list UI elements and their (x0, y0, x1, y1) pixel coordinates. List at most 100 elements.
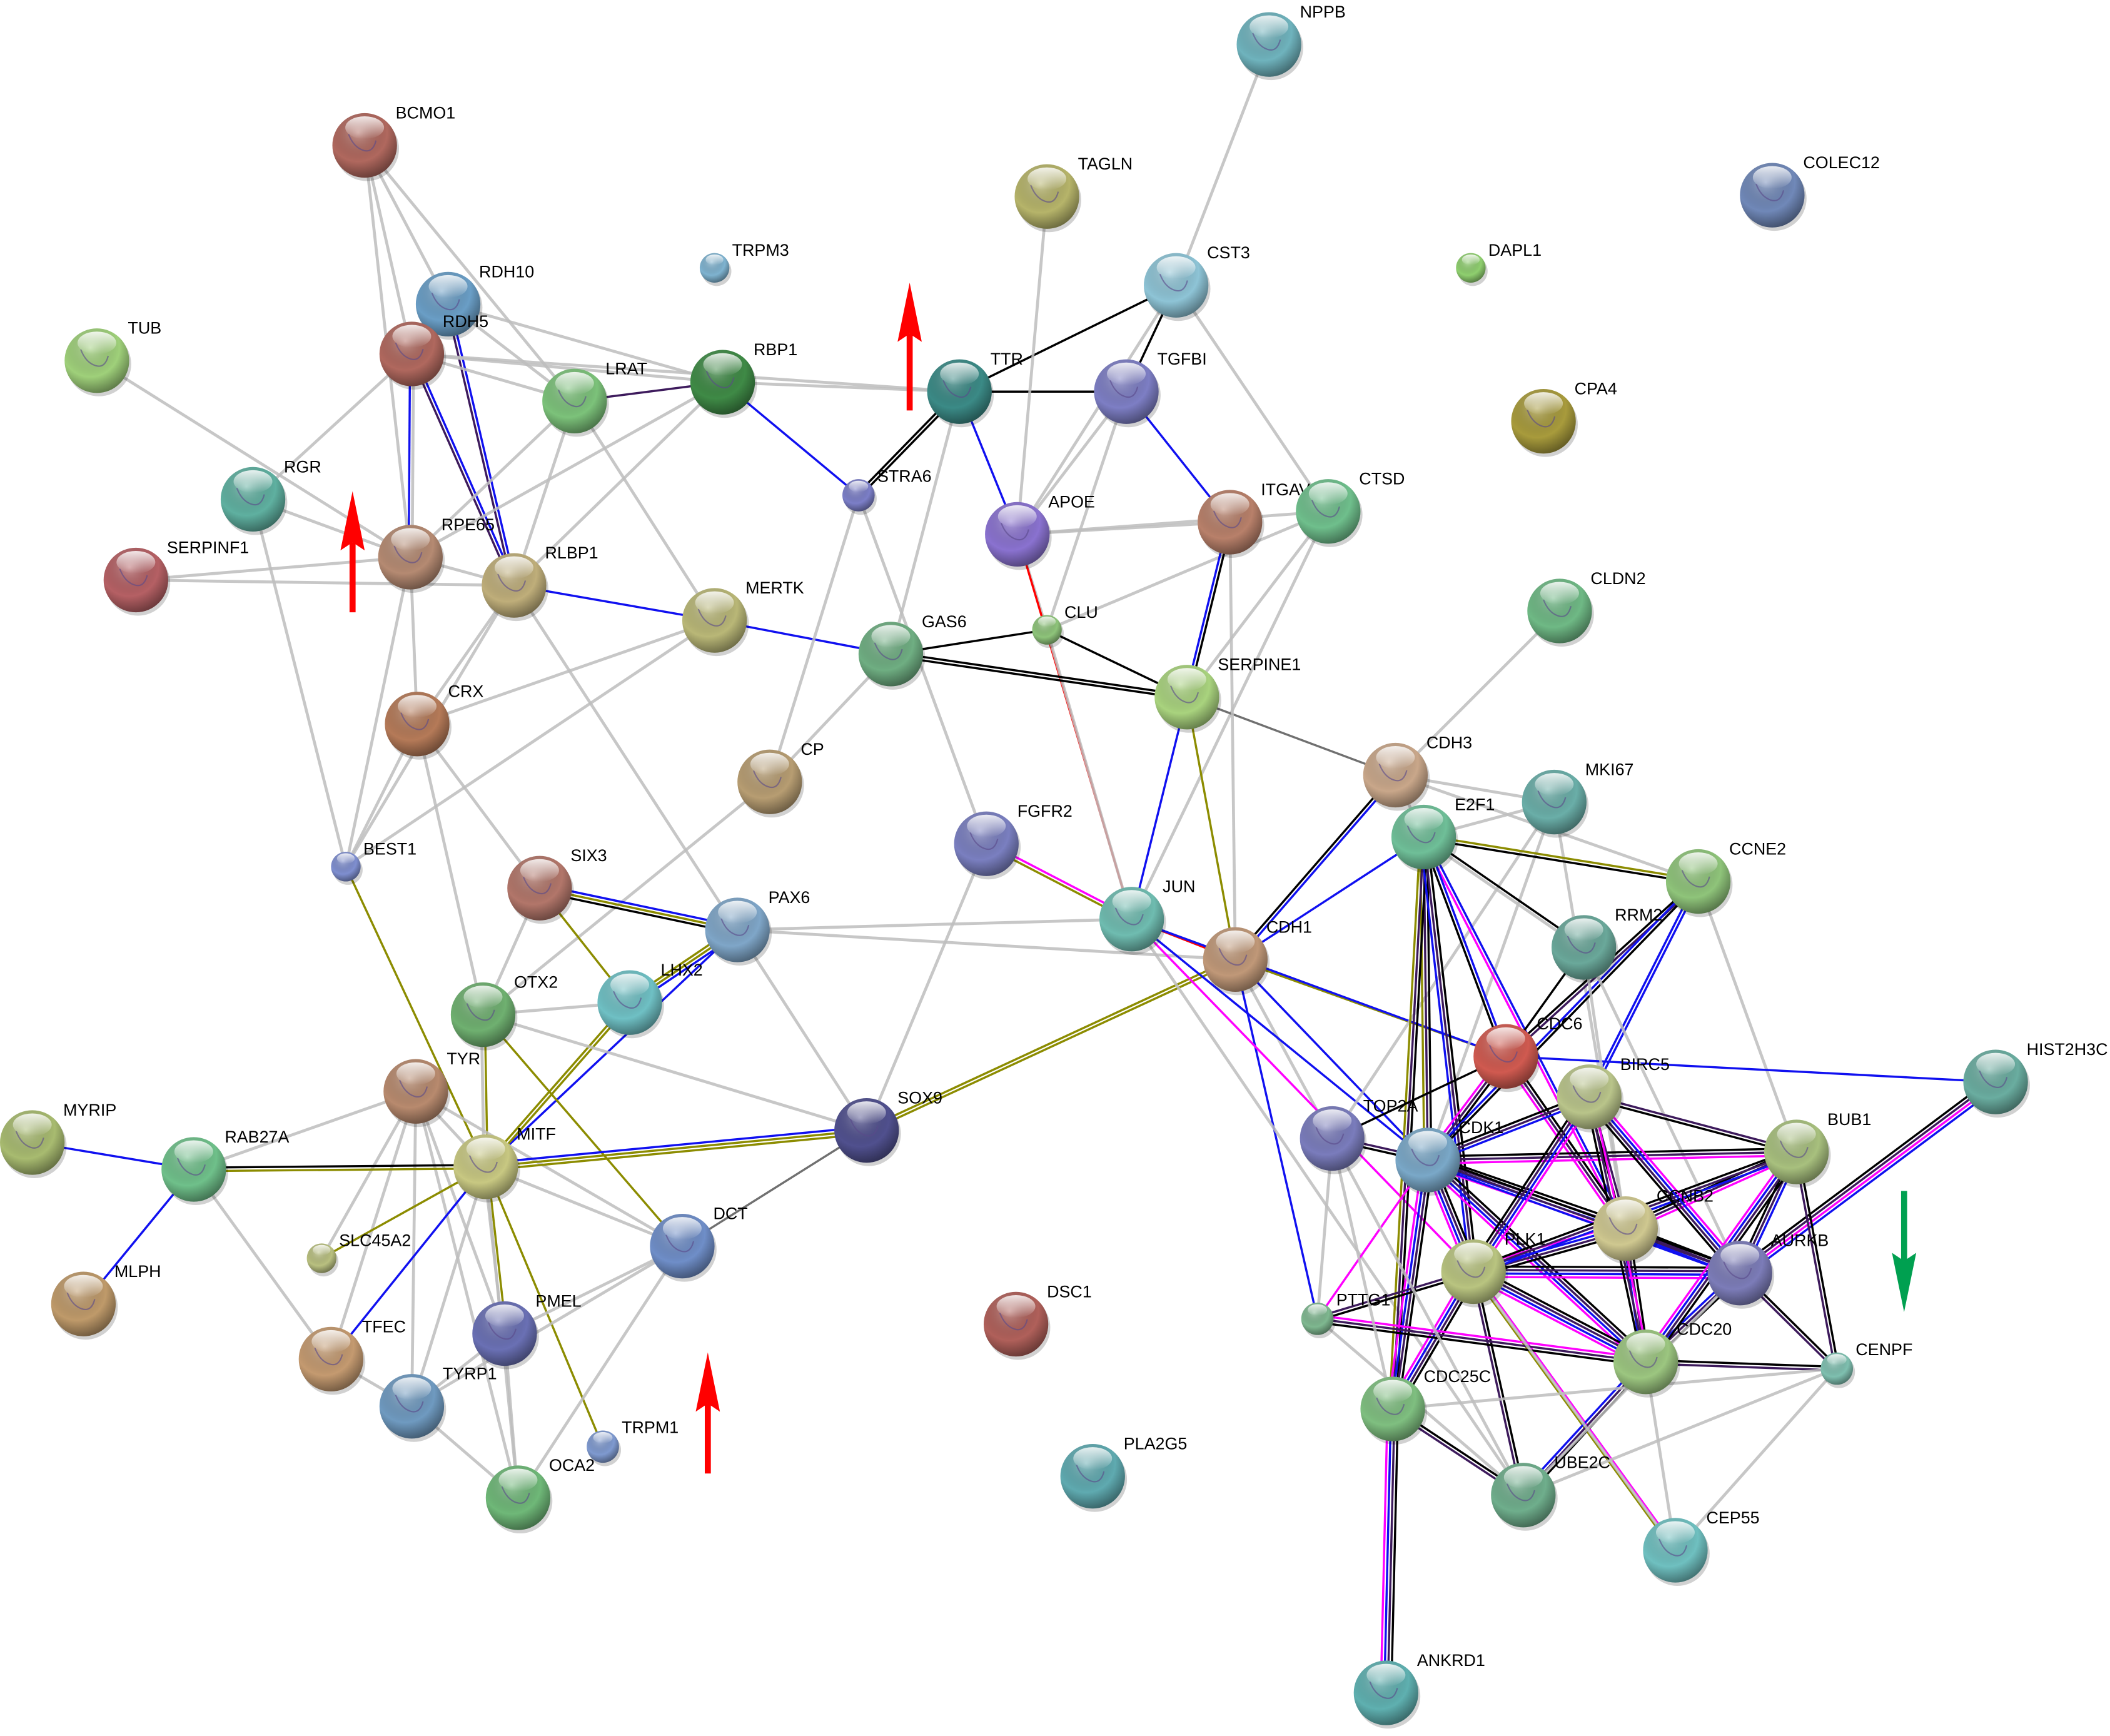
node-lhx2[interactable]: LHX2 (597, 961, 703, 1039)
edge-LRAT-MERTK[interactable] (573, 400, 716, 622)
node-rpe65[interactable]: RPE65 (378, 515, 495, 593)
edge-CDK1-AURKB[interactable] (1426, 1156, 1742, 1278)
edge-PLK1-UBE2C[interactable] (1470, 1271, 1527, 1496)
edge-MITF-TYRP1[interactable] (410, 1166, 488, 1407)
edge-DCT-TYRP1[interactable] (411, 1244, 684, 1408)
edge-RLBP1-MERTK[interactable] (513, 584, 715, 622)
node-birc5[interactable]: BIRC5 (1557, 1055, 1670, 1133)
node-mitf[interactable]: MITF (453, 1125, 556, 1203)
edge-PAX6-JUN[interactable] (737, 917, 1132, 932)
edge-BEST1-MITF[interactable] (345, 866, 487, 1168)
edge-SERPINE1-CDH1[interactable] (1186, 697, 1237, 960)
node-rab27a[interactable]: RAB27A (161, 1128, 290, 1206)
node-pmel[interactable]: PMEL (472, 1291, 582, 1370)
edge-CDH3-CLDN2[interactable] (1394, 610, 1561, 777)
node-rbp1[interactable]: RBP1 (690, 340, 797, 418)
edge-RAB27A-TFEC[interactable] (192, 1168, 333, 1360)
edge-SERPINF1-RPE65[interactable] (136, 555, 411, 582)
edge-CP-OTX2[interactable] (482, 780, 771, 1016)
edge-RPE65-RBP1[interactable] (410, 381, 724, 559)
node-rlbp1[interactable]: RLBP1 (482, 543, 598, 622)
edge-CEP55-PLK1[interactable] (1472, 1271, 1677, 1552)
edge-PLK1-AURKB[interactable] (1473, 1265, 1740, 1279)
edge-RPE65-LRAT[interactable] (409, 400, 576, 558)
edge-CTSD-SERPINE1[interactable] (1185, 510, 1330, 699)
node-clu[interactable]: CLU (1032, 603, 1098, 648)
edge-CTSD-JUN[interactable] (1130, 510, 1330, 920)
edge-RGR-BEST1[interactable] (251, 498, 348, 867)
edge-CRX-OTX2[interactable] (415, 724, 485, 1016)
edge-PLK1-CDC20[interactable] (1470, 1266, 1649, 1368)
edge-PLK1-BIRC5[interactable] (1468, 1093, 1595, 1276)
edge-STRA6-FGFR2[interactable] (857, 495, 988, 845)
edge-DCT-OCA2[interactable] (517, 1245, 684, 1499)
edge-SIX3-PAX6[interactable] (538, 884, 739, 935)
edge-BCMO1-LRAT[interactable] (363, 144, 576, 402)
edge-E2F1-CCNE2[interactable] (1423, 834, 1699, 884)
edge-RLBP1-PAX6[interactable] (512, 584, 739, 931)
edge-CST3-APOE[interactable] (1016, 285, 1178, 535)
node-jun[interactable]: JUN (1099, 877, 1195, 955)
node-ccne2[interactable]: CCNE2 (1665, 839, 1786, 917)
edge-MITF-RAB27A[interactable] (193, 1164, 486, 1173)
edge-MKI67-CDK1[interactable] (1426, 801, 1556, 1161)
edge-MITF-TFEC[interactable] (330, 1166, 487, 1360)
edge-CENPF-CDC25C[interactable] (1392, 1367, 1837, 1411)
edge-RPE65-BEST1[interactable] (344, 557, 412, 867)
node-rgr[interactable]: RGR (220, 457, 321, 535)
edge-LHX2-MITF[interactable] (483, 1001, 632, 1169)
edge-CDH1-CDH3[interactable] (1233, 773, 1398, 962)
node-tyrp1[interactable]: TYRP1 (379, 1365, 497, 1442)
edge-CDH1-E2F1[interactable] (1234, 836, 1425, 961)
edge-CDC25C-ANKRD1[interactable] (1380, 1408, 1400, 1693)
node-otx2[interactable]: OTX2 (450, 973, 558, 1051)
node-oca2[interactable]: OCA2 (485, 1456, 595, 1534)
edge-SOX9-FGFR2[interactable] (865, 843, 988, 1131)
edge-CEP55-CENPF[interactable] (1674, 1367, 1838, 1552)
edge-TGFBI-CLU[interactable] (1045, 391, 1128, 630)
edge-BUB1-BIRC5[interactable] (1588, 1094, 1797, 1155)
node-lrat[interactable]: LRAT (542, 359, 647, 437)
edge-APOE-CTSD[interactable] (1017, 510, 1328, 536)
edge-E2F1-RRM2[interactable] (1421, 834, 1586, 951)
node-slc45a2[interactable]: SLC45A2 (306, 1231, 411, 1277)
node-sox9[interactable]: SOX9 (834, 1089, 942, 1166)
edge-DCT-PMEL[interactable] (503, 1244, 684, 1335)
node-ttr[interactable]: TTR (927, 350, 1023, 428)
edge-CLU-CTSD[interactable] (1046, 510, 1329, 632)
edge-GAS6-SERPINE1[interactable] (890, 651, 1188, 700)
edge-TTR-CST3[interactable] (959, 284, 1177, 393)
edge-SERPINE1-CDH3[interactable] (1186, 696, 1396, 777)
node-mlph[interactable]: MLPH (51, 1262, 161, 1340)
node-pttg1[interactable]: PTTG1 (1301, 1290, 1391, 1339)
edge-OTX2-SOX9[interactable] (482, 1013, 867, 1132)
edge-CCNE2-CDK1[interactable] (1425, 879, 1700, 1163)
node-cdc6[interactable]: CDC6 (1473, 1014, 1583, 1093)
node-tgfbi[interactable]: TGFBI (1094, 350, 1207, 428)
edge-ITGAV-CDH1[interactable] (1228, 522, 1237, 960)
node-cdc25c[interactable]: CDC25C (1360, 1367, 1491, 1445)
node-top2a[interactable]: TOP2A (1300, 1096, 1418, 1174)
node-ankrd1[interactable]: ANKRD1 (1353, 1651, 1485, 1729)
node-rdh5[interactable]: RDH5 (379, 312, 488, 390)
node-e2f1[interactable]: E2F1 (1391, 795, 1495, 873)
node-plk1[interactable]: PLK1 (1441, 1230, 1546, 1308)
edge-RDH5-RLBP1[interactable] (409, 353, 517, 587)
edge-SOX9-CDH1[interactable] (865, 957, 1237, 1133)
edge-SERPINF1-RLBP1[interactable] (136, 578, 515, 587)
node-trpm1[interactable]: TRPM1 (587, 1418, 679, 1466)
edge-OTX2-DCT[interactable] (482, 1014, 684, 1247)
edge-RDH5-TTR[interactable] (411, 352, 960, 393)
node-bub1[interactable]: BUB1 (1764, 1110, 1871, 1188)
edge-CCNE2-BUB1[interactable] (1697, 881, 1798, 1153)
node-cpa4[interactable]: CPA4 (1511, 380, 1617, 457)
edge-TYR-TFEC[interactable] (330, 1091, 418, 1360)
node-ctsd[interactable]: CTSD (1296, 470, 1405, 547)
edge-CCNE2-BIRC5[interactable] (1587, 880, 1701, 1098)
node-cldn2[interactable]: CLDN2 (1527, 569, 1646, 647)
edge-PAX6-SOX9[interactable] (736, 929, 868, 1131)
node-cep55[interactable]: CEP55 (1643, 1508, 1760, 1586)
node-cdc20[interactable]: CDC20 (1613, 1320, 1732, 1398)
node-stra6[interactable]: STRA6 (842, 467, 932, 515)
node-fgfr2[interactable]: FGFR2 (954, 802, 1073, 880)
